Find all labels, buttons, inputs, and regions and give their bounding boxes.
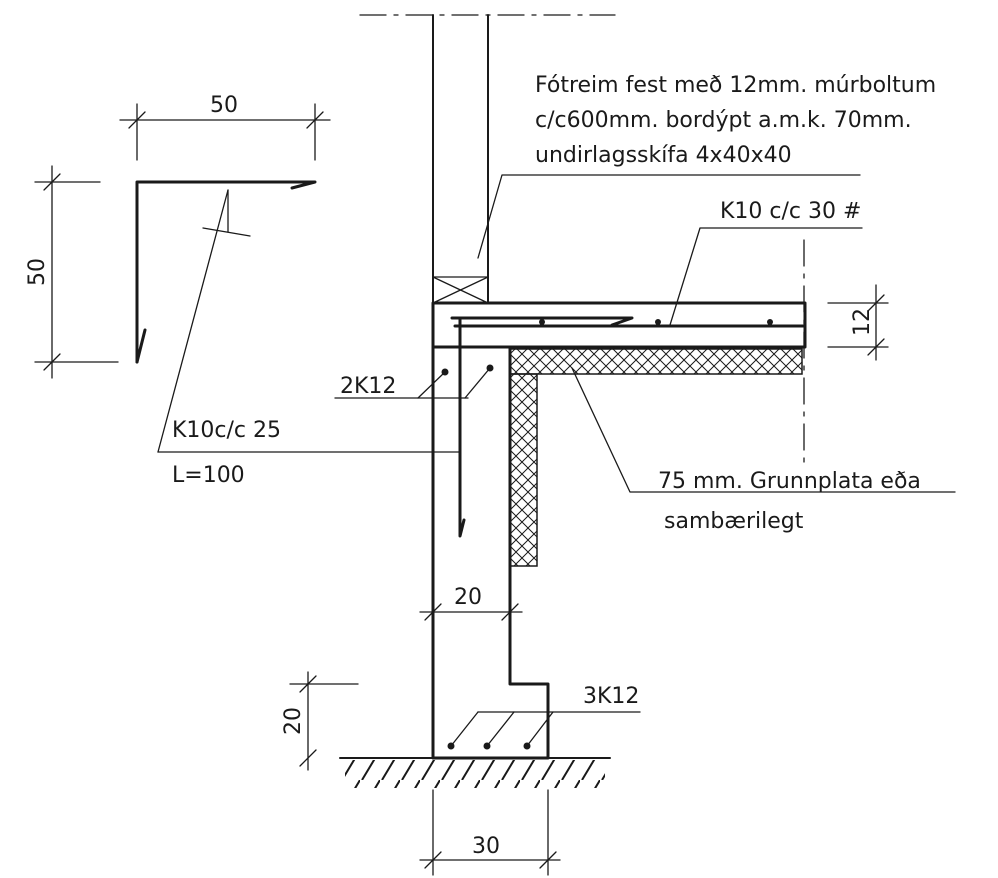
insulation [509,348,803,567]
ground-line [339,757,611,788]
dim-slab-thickness: 12 [850,308,875,336]
dim-footing-width: 30 [472,834,500,859]
notes: Fótreim fest með 12mm. múrboltum c/c600m… [172,73,936,709]
note-stirrup-length: L=100 [172,463,245,488]
timber-wall [359,14,616,304]
dimension-lines [34,103,889,876]
footing-bars [447,711,641,750]
note-anchor-line1: Fótreim fest með 12mm. múrboltum [535,73,936,98]
note-insulation-line1: 75 mm. Grunnplata eða [658,469,921,494]
note-slab-rebar: K10 c/c 30 # [720,199,861,224]
note-edge-bars: 2K12 [340,374,396,399]
slab-rebar [450,316,807,538]
dim-wall-thickness: 20 [454,585,482,610]
note-insulation-line2: sambærilegt [664,509,804,534]
stirrup-detail [135,180,461,453]
concrete-section [431,301,807,760]
dimension-values: 50 50 12 20 20 30 [25,93,875,859]
dim-footing-step: 20 [281,707,306,735]
dim-stirrup-height: 50 [25,258,50,286]
note-footing-bars: 3K12 [583,684,639,709]
edge-bars [334,364,494,399]
leader-lines [477,174,956,493]
dim-stirrup-width: 50 [210,93,238,118]
note-anchor-line2: c/c600mm. bordýpt a.m.k. 70mm. [535,108,912,133]
note-stirrup-spec: K10c/c 25 [172,418,281,443]
note-anchor-line3: undirlagsskífa 4x40x40 [535,143,792,168]
